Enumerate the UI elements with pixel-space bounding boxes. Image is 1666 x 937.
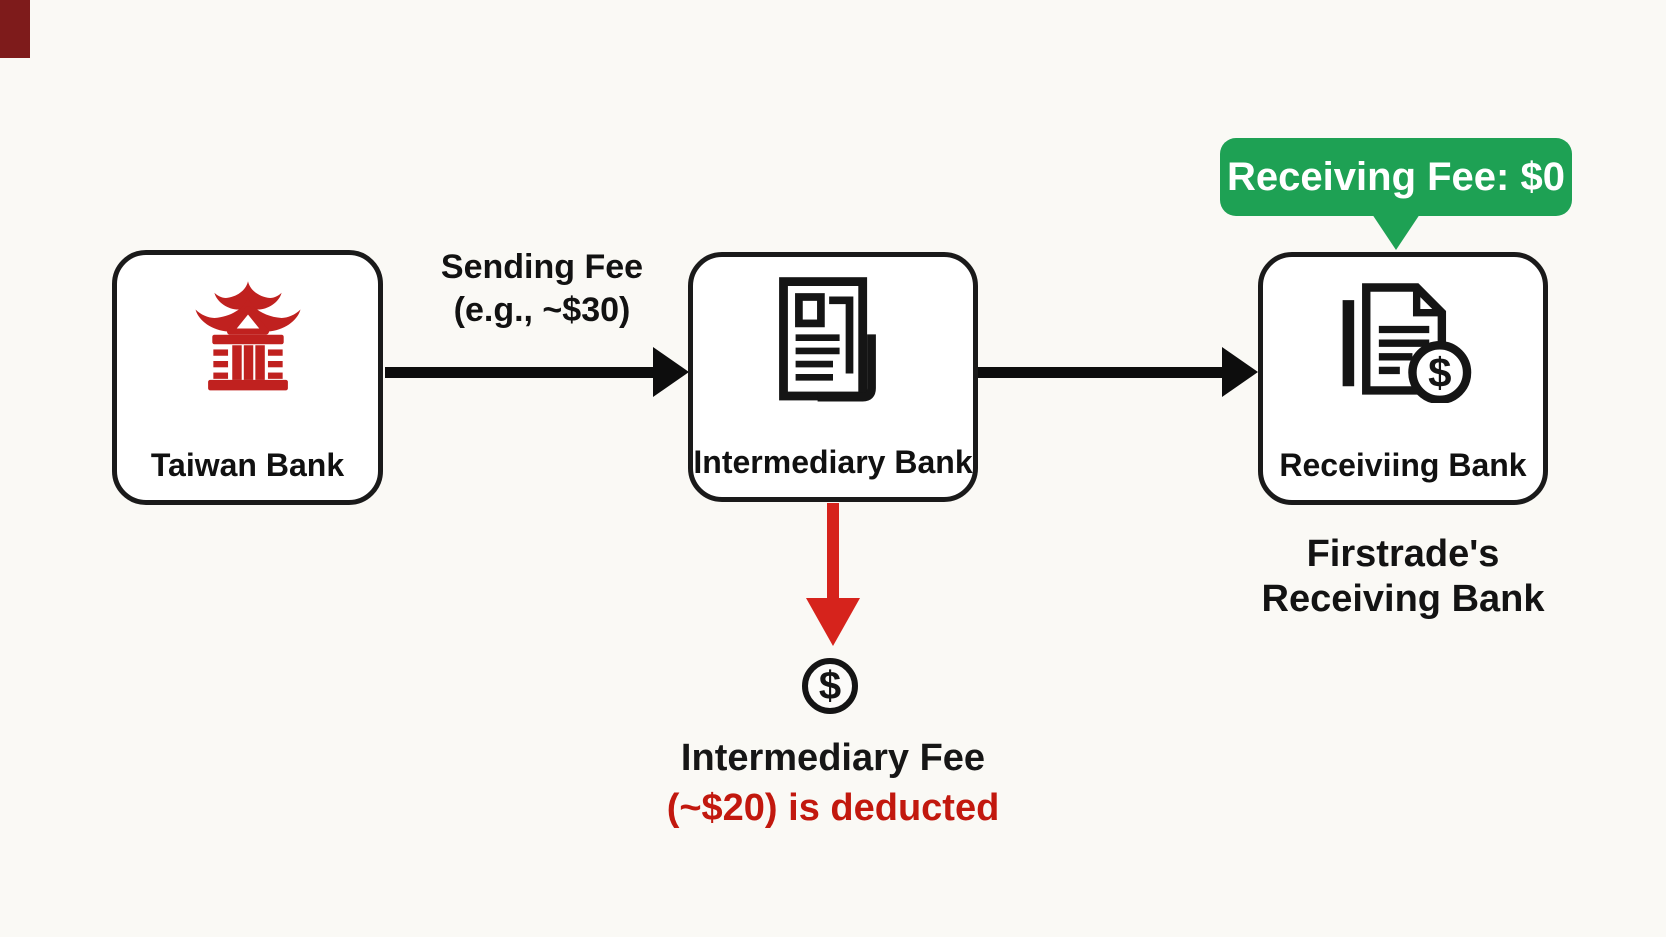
sending-fee-line1: Sending Fee: [440, 248, 644, 286]
receiving-fee-badge-text: Receiving Fee: $0: [1227, 154, 1565, 199]
arrow-taiwan-to-intermediary: [385, 367, 655, 378]
arrowhead-taiwan-to-intermediary: [653, 347, 689, 397]
intermediary-fee-caption: Intermediary Fee (~$20) is deducted: [633, 736, 1033, 831]
receiving-fee-badge: Receiving Fee: $0: [1220, 138, 1572, 216]
intermediary-fee-detail: (~$20) is deducted: [666, 786, 1000, 829]
dollar-circle-icon: $: [802, 658, 858, 714]
arrowhead-intermediary-fee: [806, 598, 860, 646]
dollar-circle-glyph: $: [818, 663, 842, 708]
document-dollar-icon: $: [1333, 277, 1473, 403]
corner-artifact: [0, 0, 30, 58]
node-receiving-bank: $ Receiviing Bank: [1258, 252, 1548, 505]
receiving-caption-line2: Receiving Bank: [1261, 577, 1545, 620]
documents-icon: [772, 275, 894, 407]
intermediary-fee-title: Intermediary Fee: [680, 737, 986, 779]
receiving-bank-label: Receiviing Bank: [1279, 447, 1527, 483]
receiving-caption-line1: Firstrade's: [1306, 533, 1500, 575]
receiving-bank-caption: Firstrade's Receiving Bank: [1238, 532, 1568, 622]
taiwan-bank-label: Taiwan Bank: [150, 447, 345, 483]
arrow-intermediary-to-receiving: [978, 367, 1224, 378]
sending-fee-label: Sending Fee (e.g., ~$30): [392, 246, 692, 331]
temple-bank-icon: [185, 281, 311, 399]
sending-fee-line2: (e.g., ~$30): [453, 290, 631, 329]
arrow-intermediary-fee: [827, 503, 839, 601]
node-intermediary-bank: Intermediary Bank: [688, 252, 978, 502]
dollar-glyph: $: [1428, 349, 1451, 396]
intermediary-bank-label: Intermediary Bank: [693, 444, 973, 480]
node-taiwan-bank: Taiwan Bank: [112, 250, 383, 505]
receiving-fee-badge-pointer: [1372, 214, 1420, 250]
arrowhead-intermediary-to-receiving: [1222, 347, 1258, 397]
